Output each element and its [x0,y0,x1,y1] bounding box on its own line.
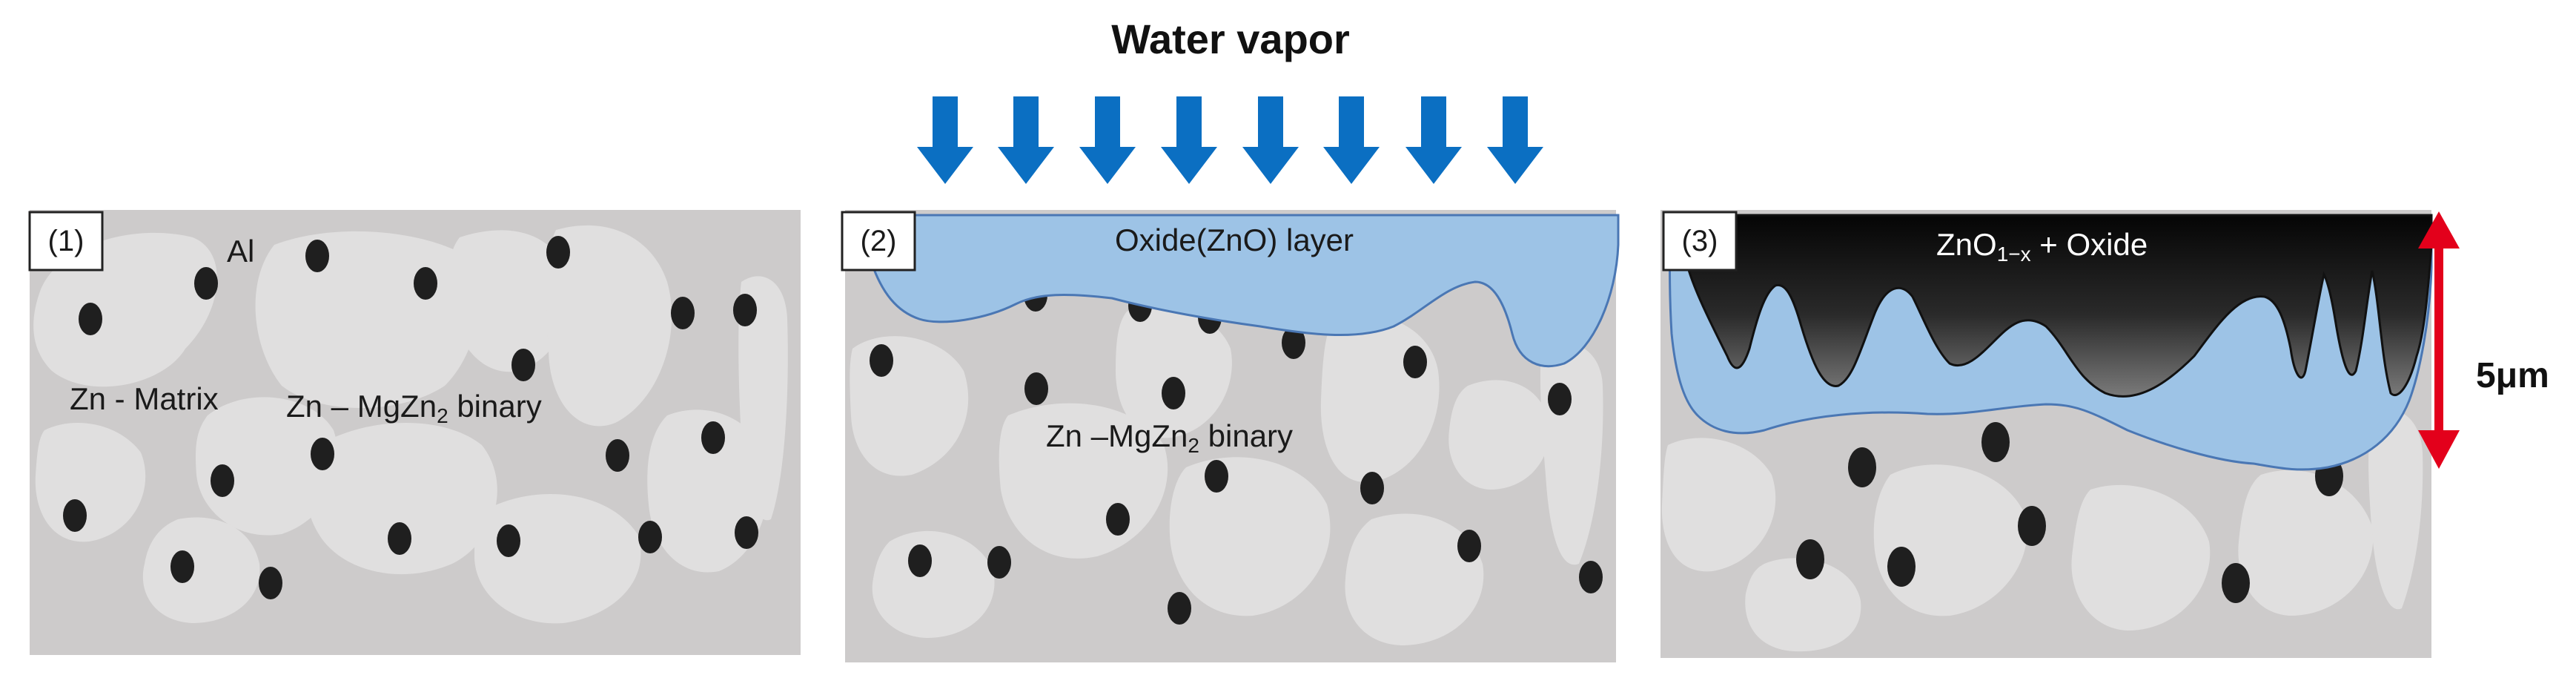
particle [1887,547,1916,587]
panel-3: (3) ZnO1−x + Oxide [1661,210,2433,658]
diagram-title: Water vapor [1111,16,1350,62]
scale-arrow-head-bottom [2418,430,2460,469]
particle [546,236,570,269]
particle [388,522,411,555]
particle [259,567,282,599]
particle [1796,539,1824,579]
scale-bar: 5μm [2418,211,2549,469]
particle [987,546,1011,579]
particle [1457,530,1481,562]
scale-label: 5μm [2476,356,2549,395]
panel-2-number: (2) [861,225,897,257]
panel-2-number-box [841,211,916,271]
particle [414,267,437,300]
particle [870,344,893,377]
particle [497,524,520,557]
particle [1360,472,1384,504]
down-arrow-icon [1079,96,1136,184]
particle [2222,563,2250,603]
particle [1205,460,1228,493]
particle [305,240,329,272]
panel-2-oxide-layer [870,214,1620,368]
panel-3-dark-oxide [1669,214,2433,398]
particle [606,439,629,472]
particle [79,303,102,335]
panel-2-oxide-label: Oxide(ZnO) layer [1115,223,1354,257]
particle [1106,503,1130,536]
particle [511,349,535,381]
particle [701,421,725,454]
particle [1403,346,1427,378]
particle [1282,326,1305,359]
particle [733,294,757,326]
panel-3-particles [1796,422,2343,603]
particle [671,297,695,329]
panel-2-grains [850,306,1603,645]
down-arrow-icon [1405,96,1462,184]
down-arrow-icon [998,96,1054,184]
panel-1: (1) Al Zn - Matrix Zn – MgZn2 binary [28,210,801,655]
panel-3-oxide-label: ZnO1−x + Oxide [1936,227,2148,266]
down-arrow-icon [1487,96,1543,184]
particle [1024,372,1048,405]
panel-1-matrix-label: Zn - Matrix [70,381,219,416]
particle [194,267,218,300]
scale-arrow-head-top [2418,211,2460,249]
particle [170,550,194,583]
particle [1848,447,1876,487]
panel-2: (2) Oxide(ZnO) layer Zn –MgZn2 binary [841,210,1620,662]
panel-2-binary-label: Zn –MgZn2 binary [1046,418,1293,457]
water-vapor-arrows [917,96,1543,184]
particle [311,438,334,470]
particle [1162,377,1185,409]
particle [638,521,662,553]
particle [908,544,932,577]
particle [211,464,234,497]
panel-3-number: (3) [1682,225,1718,257]
panel-1-particles [63,236,758,599]
particle [735,516,758,549]
panel-3-number-box [1662,211,1738,271]
particle [2018,506,2046,546]
down-arrow-icon [1242,96,1299,184]
panel-2-particles [870,279,1603,625]
panel-1-number: (1) [48,225,85,257]
panel-1-binary-label: Zn – MgZn2 binary [286,389,542,427]
down-arrow-icon [1161,96,1217,184]
down-arrow-icon [1323,96,1380,184]
panel-1-al-label: Al [227,234,254,269]
particle [1548,383,1572,415]
particle [1981,422,2010,462]
particle [1168,592,1191,625]
particle [1579,561,1603,593]
down-arrow-icon [917,96,973,184]
particle [63,499,87,532]
panel-1-number-box [28,211,104,271]
